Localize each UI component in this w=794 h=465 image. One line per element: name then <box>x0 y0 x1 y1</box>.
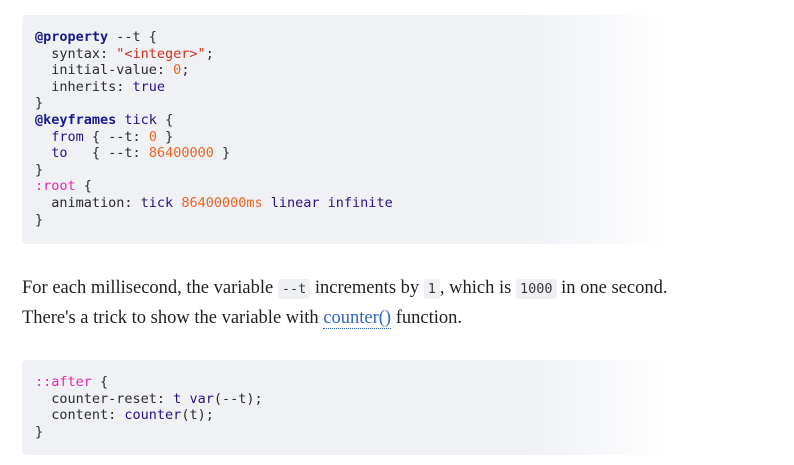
code-line: } <box>35 162 43 178</box>
code-line: to { --t: 86400000 } <box>35 145 230 161</box>
inline-code-variable: --t <box>277 279 311 299</box>
code-token: infinite <box>327 194 393 211</box>
code-token: true <box>132 78 166 95</box>
code-block-after-counter: ::after { counter-reset: t var(--t); con… <box>22 360 665 455</box>
code-token: } <box>35 211 44 228</box>
inline-code-thousand: 1000 <box>515 279 557 299</box>
code-token: initial-value: <box>35 62 174 79</box>
code-token: linear <box>270 194 320 211</box>
code-line: syntax: "<integer>"; <box>35 46 214 62</box>
text-segment: increments by <box>310 278 424 298</box>
code-token: (--t); <box>213 390 263 407</box>
code-token: tick <box>140 194 174 211</box>
code-token: animation: <box>35 194 141 211</box>
code-line: content: counter(t); <box>35 407 214 423</box>
code-token: } <box>35 161 44 178</box>
code-line: from { --t: 0 } <box>35 129 173 145</box>
code-token: syntax: <box>35 45 117 62</box>
code-token: to <box>51 145 68 162</box>
code-token: } <box>213 145 231 162</box>
code-token: { --t: <box>83 128 149 145</box>
code-token: { <box>156 111 174 128</box>
code-token: inherits: <box>35 78 133 95</box>
code-token: content: <box>35 407 125 424</box>
code-token: counter-reset: <box>35 390 174 407</box>
code-line: @property --t { <box>35 29 157 45</box>
code-line: } <box>35 95 43 111</box>
code-token: t <box>173 390 182 407</box>
code-token: 86400000 <box>148 145 214 162</box>
text-segment: in one second. There's a trick to show t… <box>22 278 668 328</box>
code-line: } <box>35 212 43 228</box>
code-token: @property <box>35 29 109 45</box>
code-token: "<integer>" <box>116 45 206 62</box>
code-token <box>263 195 271 211</box>
code-token: counter <box>124 407 182 424</box>
explanation-paragraph: For each millisecond, the variable --t i… <box>22 274 682 332</box>
code-line: ::after { <box>35 374 108 390</box>
code-line: initial-value: 0; <box>35 62 189 78</box>
code-token: } <box>35 423 44 440</box>
code-token: --t { <box>108 29 157 45</box>
code-token: var <box>189 390 214 407</box>
code-token: ::after <box>35 374 92 390</box>
inline-code-increment: 1 <box>423 279 440 299</box>
code-token <box>35 129 51 145</box>
code-token: { <box>75 178 92 195</box>
code-token: } <box>156 128 174 145</box>
code-token: 86400000ms <box>181 194 263 211</box>
code-token: tick <box>124 111 157 128</box>
code-token <box>35 145 51 161</box>
code-line: counter-reset: t var(--t); <box>35 390 263 407</box>
text-segment: For each millisecond, the variable <box>22 278 278 298</box>
text-segment: function. <box>391 307 462 328</box>
code-line: animation: tick 86400000ms linear infini… <box>35 194 393 211</box>
counter-function-link[interactable]: counter() <box>323 307 392 329</box>
code-token: from <box>51 128 84 145</box>
code-token: } <box>35 95 44 112</box>
code-content: @property --t { syntax: "<integer>"; ini… <box>35 29 665 228</box>
code-token: ; <box>205 45 214 62</box>
code-token: 0 <box>173 62 182 79</box>
code-token: @keyframes <box>35 111 117 128</box>
code-token: { --t: <box>67 145 149 162</box>
code-content: ::after { counter-reset: t var(--t); con… <box>35 374 665 440</box>
code-token: (t); <box>181 407 214 424</box>
code-line: inherits: true <box>35 79 165 95</box>
code-token <box>320 195 328 211</box>
code-token: :root <box>35 178 76 195</box>
code-token: ; <box>181 62 190 79</box>
text-segment: , which is <box>439 278 516 298</box>
code-token: { <box>91 374 109 390</box>
code-token: 0 <box>148 128 157 145</box>
code-line: } <box>35 424 43 440</box>
code-line: :root { <box>35 178 92 194</box>
code-block-css-property: @property --t { syntax: "<integer>"; ini… <box>22 15 665 244</box>
code-line: @keyframes tick { <box>35 112 173 128</box>
